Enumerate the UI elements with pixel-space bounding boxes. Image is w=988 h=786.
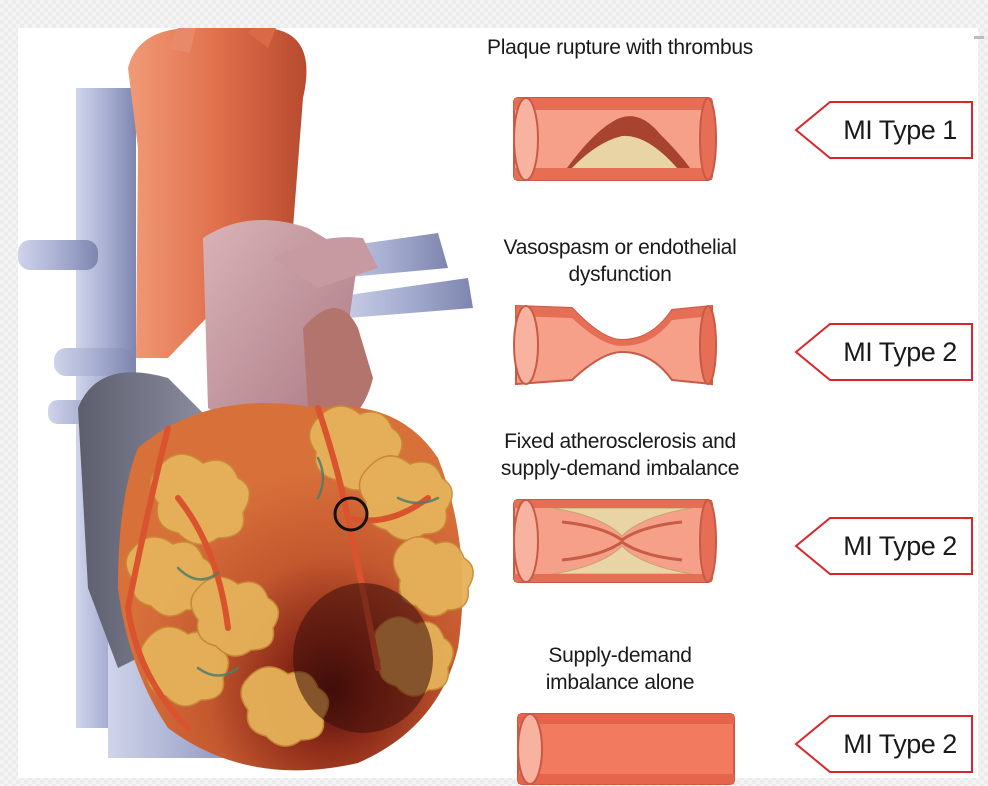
caption-line: imbalance alone [470, 669, 770, 696]
mi-type-label-3: MI Type 2 [794, 516, 974, 576]
mi-type-text: MI Type 2 [830, 516, 970, 576]
vessel-normal [516, 710, 736, 786]
caption-vasospasm: Vasospasm or endothelial dysfunction [470, 234, 770, 288]
mi-type-text: MI Type 2 [830, 714, 970, 774]
caption-line: Fixed atherosclerosis and [470, 428, 770, 455]
caption-supply-demand: Supply-demand imbalance alone [470, 642, 770, 696]
heart-illustration [18, 28, 480, 778]
mi-type-label-2: MI Type 2 [794, 322, 974, 382]
corner-mark [974, 36, 984, 39]
vessel-plaque-rupture [512, 94, 718, 184]
caption-plaque-rupture: Plaque rupture with thrombus [470, 34, 770, 61]
caption-line: Vasospasm or endothelial [470, 234, 770, 261]
caption-line: supply-demand imbalance [470, 455, 770, 482]
mi-type-label-1: MI Type 1 [794, 100, 974, 160]
vessel-fixed-atherosclerosis [512, 496, 718, 586]
mi-type-text: MI Type 1 [830, 100, 970, 160]
mi-type-text: MI Type 2 [830, 322, 970, 382]
caption-line: Supply-demand [470, 642, 770, 669]
caption-line: Plaque rupture with thrombus [470, 34, 770, 61]
mi-type-label-4: MI Type 2 [794, 714, 974, 774]
caption-fixed-atherosclerosis: Fixed atherosclerosis and supply-demand … [470, 428, 770, 482]
vessel-vasospasm [512, 300, 718, 390]
caption-line: dysfunction [470, 261, 770, 288]
heart-illustration-icon [18, 28, 480, 778]
